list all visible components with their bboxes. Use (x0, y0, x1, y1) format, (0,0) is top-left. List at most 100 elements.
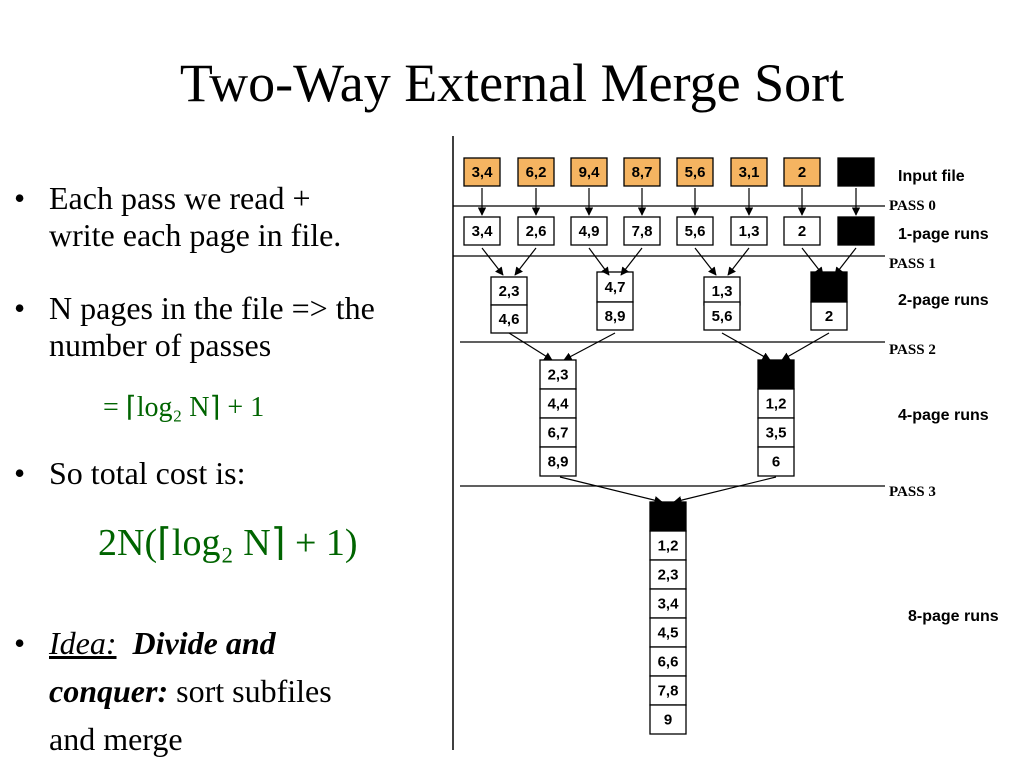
run8-page: 2,3 (649, 559, 687, 590)
divide-text: Divide and (132, 625, 276, 661)
sort-text: sort subfiles (176, 673, 332, 709)
run4-page: 6,7 (539, 417, 577, 448)
page-value: 2,6 (526, 223, 547, 240)
run1-page: 1,3 (730, 216, 768, 246)
input-page: 3,1 (730, 157, 768, 187)
page-value: 4,5 (658, 625, 679, 642)
run2-page: 2 (810, 301, 848, 331)
cost-formula: 2N(⌈log₂ N⌉ + 1) (98, 522, 358, 564)
bullet-dot: • (14, 625, 26, 661)
page-value: 6,7 (548, 425, 569, 442)
input-page: 5,6 (676, 157, 714, 187)
bullet-text: So total cost is: (49, 455, 246, 491)
run1-page: 2,6 (517, 216, 555, 246)
page-value: 1,2 (766, 396, 787, 413)
input-page: 3,4 (463, 157, 501, 187)
run1-page: 7,8 (623, 216, 661, 246)
bullet-text: Idea: Divide and (49, 625, 276, 662)
label-1-page-runs: 1-page runs (898, 226, 989, 243)
merge-arrow (694, 247, 717, 276)
bullet-text: N pages in the file => the (49, 290, 375, 326)
run4-page: 1,2 (757, 388, 795, 419)
page-value: 2 (825, 308, 833, 325)
merge-arrow (620, 247, 643, 276)
merge-arrow (673, 476, 777, 505)
run2-page: 1,3 (703, 276, 741, 306)
slide-title: Two-Way External Merge Sort (179, 53, 845, 113)
bullet-text: write each page in file. (49, 217, 342, 253)
page-value: 6,2 (526, 164, 547, 181)
input-page: 6,2 (517, 157, 555, 187)
run1-page: 3,4 (463, 216, 501, 246)
run4-page: 6 (757, 446, 795, 477)
run4-page: 2,3 (539, 359, 577, 390)
run8-page: 9 (649, 704, 687, 735)
bullet-dot: • (14, 180, 26, 216)
run2-page: 2,3 (490, 276, 528, 306)
page-value: 6 (772, 454, 780, 471)
page-value: 5,6 (685, 164, 706, 181)
merge-arrow (721, 332, 771, 361)
page-value: 7,8 (632, 223, 653, 240)
run2-page: 4,6 (490, 304, 528, 334)
run4-page: 8,9 (539, 446, 577, 477)
page-value: 2,3 (548, 367, 569, 384)
run1-page: 5,6 (676, 216, 714, 246)
merge-arrow (781, 332, 830, 361)
page-value: 2 (798, 164, 806, 181)
page-value: 8,9 (605, 308, 626, 325)
passes-formula: = ⌈log₂ N⌉ + 1 (103, 392, 265, 423)
label-8-page-runs: 8-page runs (908, 608, 999, 625)
run4-page: 3,5 (757, 417, 795, 448)
bullet-text: Each pass we read + (49, 180, 311, 216)
page-value: 5,6 (685, 223, 706, 240)
label-pass3: PASS 3 (889, 484, 936, 500)
page-value: 2 (798, 223, 806, 240)
input-page (837, 157, 875, 187)
bullet-text: conquer: sort subfiles (49, 673, 332, 710)
page-value: 2,3 (658, 567, 679, 584)
run1-page: 4,9 (570, 216, 608, 246)
run2-page: 5,6 (703, 301, 741, 331)
merge-arrow (727, 247, 750, 276)
page-value: 5,6 (712, 308, 733, 325)
run8-page: 1,2 (649, 530, 687, 561)
page-value: 4,6 (499, 311, 520, 328)
idea-label: Idea: (49, 625, 117, 661)
page-value: 6,6 (658, 654, 679, 671)
merge-arrow (559, 476, 663, 505)
merge-arrow (563, 332, 616, 361)
page-value: 4,9 (579, 223, 600, 240)
label-input-file: Input file (898, 168, 965, 185)
conquer-text: conquer: (49, 673, 169, 709)
run1-page: 2 (783, 216, 821, 246)
run2-page: 4,7 (596, 271, 634, 303)
run2-page: 8,9 (596, 301, 634, 331)
run8-page: 6,6 (649, 646, 687, 677)
run8-page (649, 501, 687, 532)
page-value: 8,9 (548, 454, 569, 471)
merge-arrow (834, 247, 857, 276)
run2-page (810, 271, 848, 303)
page-value: 9 (664, 712, 672, 729)
page-value: 3,5 (766, 425, 787, 442)
label-pass1: PASS 1 (889, 256, 936, 272)
page-value: 4,7 (605, 279, 626, 296)
input-page: 2 (783, 157, 821, 187)
page-value: 8,7 (632, 164, 653, 181)
run1-page (837, 216, 875, 246)
merge-arrow (508, 332, 553, 361)
input-page: 8,7 (623, 157, 661, 187)
bullet-dot: • (14, 455, 26, 491)
page-value: 1,3 (739, 223, 760, 240)
label-4-page-runs: 4-page runs (898, 407, 989, 424)
input-page: 9,4 (570, 157, 608, 187)
page-value: 1,3 (712, 283, 733, 300)
page-value: 9,4 (579, 164, 601, 181)
run8-page: 3,4 (649, 588, 687, 619)
bullet-dot: • (14, 290, 26, 326)
page-value: 3,4 (472, 164, 494, 181)
run8-page: 7,8 (649, 675, 687, 706)
run8-page: 4,5 (649, 617, 687, 648)
